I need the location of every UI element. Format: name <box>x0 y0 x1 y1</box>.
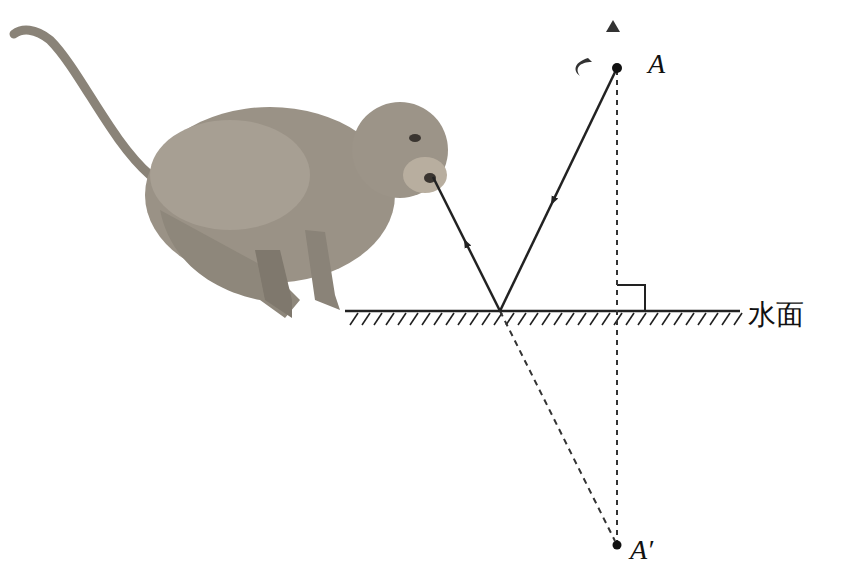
reflected-arrow <box>466 243 500 311</box>
moon-symbol <box>576 20 622 76</box>
incident-arrow <box>553 68 617 201</box>
water-line <box>345 310 740 313</box>
image-label: A′ <box>630 534 653 566</box>
normal-dashed <box>616 70 618 543</box>
incident-ray <box>500 68 617 311</box>
surface-label: 水面 <box>748 296 804 334</box>
reflected-ray <box>433 177 500 311</box>
water-hatching <box>350 313 742 325</box>
right-angle-mark <box>617 285 645 311</box>
virtual-ray <box>500 311 615 541</box>
point-label: A <box>648 48 665 80</box>
image-point <box>613 541 622 550</box>
monkey-figure <box>14 30 448 318</box>
